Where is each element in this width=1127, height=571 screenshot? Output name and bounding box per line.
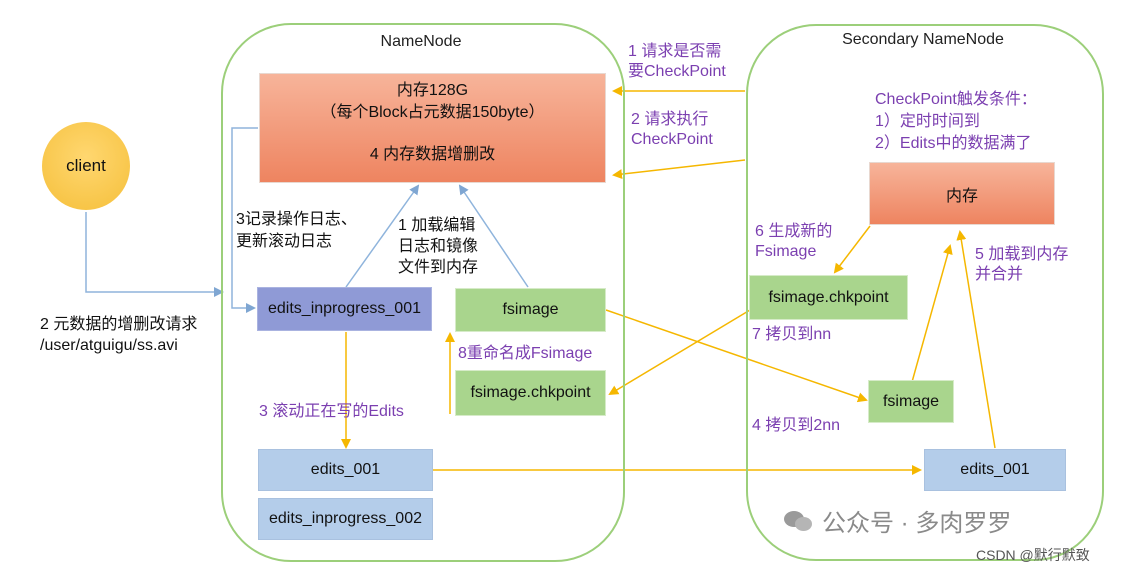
load-fsimage-2nn-arrow (911, 244, 953, 383)
label-client-request: 2 元数据的增删改请求 /user/atguigu/ss.avi (40, 316, 198, 354)
wechat-watermark: 公众号 · 多肉罗罗 (784, 503, 1011, 538)
secondary-memory-box: 内存 (869, 162, 1055, 225)
namenode-memory-box: 内存128G （每个Block占元数据150byte） 4 内存数据增删改 (259, 73, 606, 183)
label-request-checkpoint: 1 请求是否需 要CheckPoint (628, 43, 726, 80)
generate-new-arrow (833, 225, 871, 274)
memory-block-note: （每个Block占元数据150byte） (320, 104, 545, 121)
copy-chkpoint-arrow (608, 309, 751, 396)
load-edits-2nn-arrow (956, 230, 996, 449)
execute-checkpoint-arrow (612, 159, 746, 180)
csdn-watermark: CSDN @默行默致 (976, 547, 1090, 563)
load-edits-arrow (345, 184, 420, 288)
wechat-watermark-text: 公众号 · 多肉罗罗 (822, 510, 1012, 537)
namenode-fsimage-box: fsimage (455, 288, 606, 332)
namenode-title: NameNode (380, 33, 462, 50)
namenode-container (221, 23, 625, 562)
load-fsimage-arrow (458, 184, 529, 288)
client-node: client (42, 122, 130, 210)
record-log-arrow (231, 127, 258, 313)
label-load-merge: 5 加载到内存 并合并 (975, 246, 1069, 283)
secondary-namenode-container (746, 24, 1104, 561)
label-execute-checkpoint: 2 请求执行 CheckPoint (631, 111, 713, 148)
secondary-fsimage-chkpoint-box: fsimage.chkpoint (749, 275, 908, 320)
secondary-namenode-title: Secondary NameNode (842, 31, 1004, 48)
label-roll-edits: 3 滚动正在写的Edits (259, 403, 404, 420)
wechat-icon (784, 509, 814, 533)
edits-inprogress-002-box: edits_inprogress_002 (258, 498, 433, 540)
label-copy-to-nn: 7 拷贝到nn (752, 326, 832, 343)
secondary-edits-001-box: edits_001 (924, 449, 1066, 491)
label-generate-new: 6 生成新的 Fsimage (755, 223, 833, 260)
memory-crud: 4 内存数据增删改 (369, 146, 496, 163)
copy-fsimage-arrow (605, 309, 868, 403)
client-request-arrow (85, 212, 224, 297)
namenode-fsimage-chkpoint-box: fsimage.chkpoint (455, 370, 606, 416)
label-load-edits: 1 加载编辑 日志和镜像 文件到内存 (398, 217, 479, 276)
label-record-log: 3记录操作日志、 更新滚动日志 (236, 211, 357, 250)
namenode-edits-001-box: edits_001 (258, 449, 433, 491)
label-copy-to-2nn: 4 拷贝到2nn (752, 417, 841, 434)
label-checkpoint-trigger: CheckPoint触发条件： 1）定时时间到 2）Edits中的数据满了 (875, 91, 1037, 152)
edits-inprogress-001-box: edits_inprogress_001 (257, 287, 432, 331)
secondary-fsimage-box: fsimage (868, 380, 954, 423)
memory-size: 内存128G (396, 82, 469, 99)
label-rename: 8重命名成Fsimage (458, 345, 593, 362)
